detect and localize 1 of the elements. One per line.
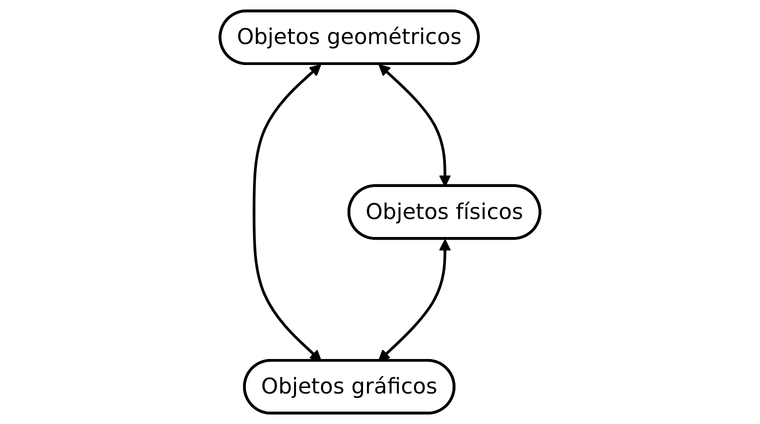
arrow (378, 64, 451, 187)
